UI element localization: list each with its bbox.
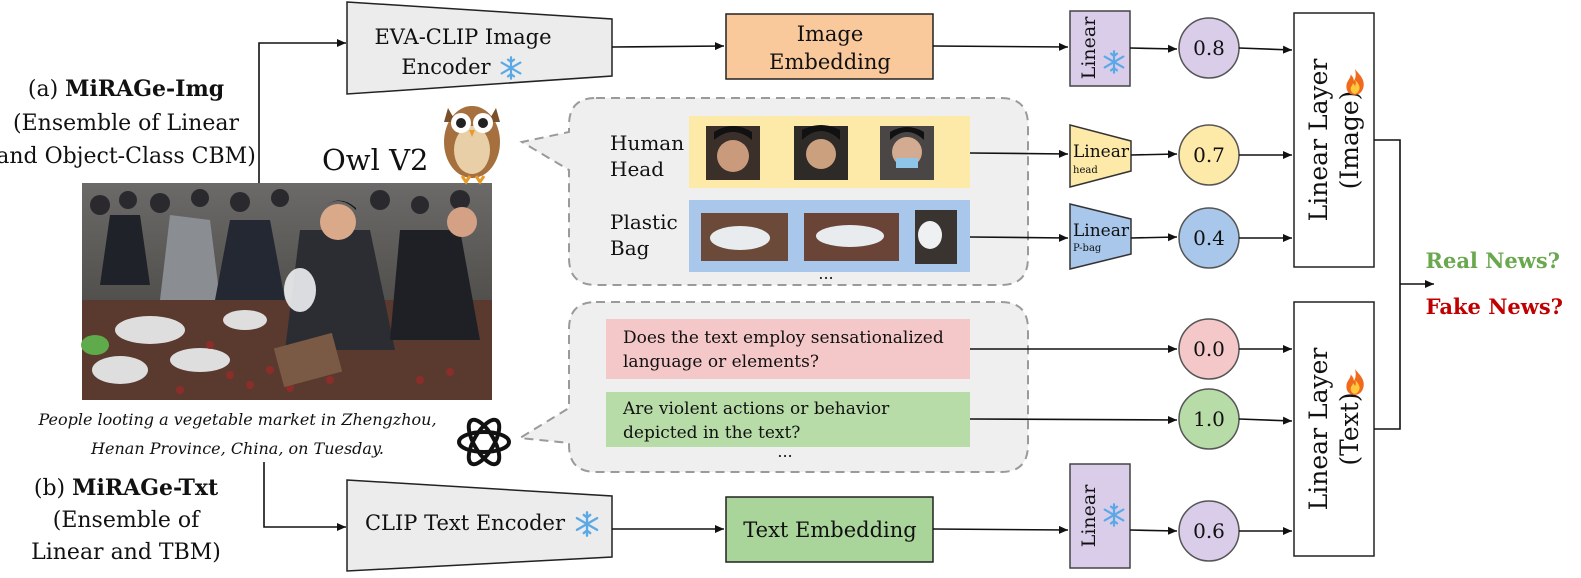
- fake-news-label: Fake News?: [1426, 294, 1563, 319]
- arrow-question-2-to-score: [969, 415, 1178, 424]
- image-embedding-line1: Image: [797, 22, 864, 46]
- caption-line2: Henan Province, China, on Tuesday.: [91, 439, 384, 458]
- arrow-image-embedding-to-linear: [932, 42, 1069, 51]
- bag-crop: [915, 210, 957, 264]
- linear-head-label: Linear: [1073, 142, 1130, 162]
- linear-frozen-image: Linear: [1069, 10, 1131, 87]
- mirage-img-name: MiRAGe-Img: [65, 76, 224, 102]
- clip-text-encoder: CLIP Text Encoder: [346, 479, 613, 572]
- image-embedding-box: Image Embedding: [725, 13, 934, 80]
- question-2-line2: depicted in the text?: [623, 423, 800, 443]
- score-linear-text: 0.6: [1193, 519, 1225, 543]
- image-embedding-line2: Embedding: [769, 50, 891, 74]
- score-bag: 0.4: [1193, 226, 1225, 250]
- question-ellipsis: ...: [777, 442, 792, 461]
- linear-frozen-image-label: Linear: [1078, 16, 1100, 80]
- photo-to-image-encoder-arrow: [258, 39, 346, 183]
- caption-to-text-encoder-arrow: [263, 462, 346, 531]
- question-2-line1: Are violent actions or behavior: [622, 399, 890, 419]
- score-q2: 1.0: [1193, 407, 1225, 431]
- score-circles: 0.8 0.7 0.4 0.0 1.0 0.6: [1178, 17, 1240, 562]
- arrow-linear-to-score-0-8: [1129, 44, 1178, 53]
- chatgpt-logo-icon: [457, 417, 511, 467]
- caption-line1: People looting a vegetable market in Zhe…: [38, 410, 437, 429]
- linear-layer-text: Linear Layer (Text): [1293, 301, 1375, 557]
- mirage-txt-prefix: (b): [34, 476, 72, 501]
- bag-crop: [804, 213, 899, 261]
- question-violent: Are violent actions or behavior depicted…: [606, 392, 970, 461]
- question-1-band: [606, 319, 970, 379]
- arrow-score-to-image-layer: [1238, 45, 1293, 54]
- real-news-label: Real News?: [1426, 248, 1560, 273]
- score-head: 0.7: [1193, 143, 1225, 167]
- score-linear-image: 0.8: [1193, 36, 1225, 60]
- linear-bag-sub: P-bag: [1073, 243, 1102, 254]
- question-2-band: [606, 392, 970, 447]
- mirage-txt-line2: Linear and TBM): [31, 540, 221, 565]
- text-embedding-box: Text Embedding: [725, 496, 934, 563]
- news-photo: [81, 183, 492, 400]
- text-layer-line1: Linear Layer: [1304, 348, 1333, 511]
- mirage-img-prefix: (a): [28, 77, 65, 102]
- bag-crop: [701, 213, 788, 261]
- question-sensational: Does the text employ sensationalized lan…: [606, 319, 970, 379]
- mirage-img-line2: and Object-Class CBM): [0, 144, 256, 169]
- linear-layer-image: Linear Layer (Image): [1293, 12, 1375, 268]
- linear-head-trapezoid: Linear head: [1069, 124, 1132, 188]
- mirage-txt-line1: (Ensemble of: [53, 508, 201, 533]
- linear-head-sub: head: [1073, 165, 1098, 176]
- mirage-img-label: (a) MiRAGe-Img (Ensemble of Linear and O…: [0, 76, 256, 169]
- score-to-layer-arrows: [1238, 45, 1293, 535]
- text-embedding-rect: [725, 496, 934, 563]
- concept-head-line2: Head: [610, 157, 664, 181]
- arrow-text-embedding-to-linear: [932, 525, 1069, 534]
- head-crop: [880, 126, 934, 180]
- eva-clip-image-encoder: EVA-CLIP Image Encoder: [346, 1, 613, 95]
- mirage-txt-label: (b) MiRAGe-Txt (Ensemble of Linear and T…: [31, 475, 221, 565]
- linear-bag-trapezoid: Linear P-bag: [1069, 203, 1132, 270]
- svg-text:(b) MiRAGe-Txt: (b) MiRAGe-Txt: [34, 475, 219, 501]
- linear-bag-label: Linear: [1073, 221, 1130, 241]
- image-layer-line2: (Image): [1335, 91, 1364, 190]
- head-crop: [794, 125, 848, 180]
- head-crop: [706, 126, 760, 180]
- arrow-score-to-text-layer: [1238, 416, 1293, 425]
- text-encoder-label: CLIP Text Encoder: [365, 511, 566, 535]
- linear-frozen-text-label: Linear: [1078, 484, 1100, 548]
- news-caption: People looting a vegetable market in Zhe…: [10, 405, 465, 463]
- arrow-bag-to-linear: [969, 233, 1069, 242]
- question-1-line2: language or elements?: [623, 352, 819, 372]
- image-encoder-line1: EVA-CLIP Image: [374, 25, 551, 49]
- image-layer-line1: Linear Layer: [1304, 59, 1333, 222]
- question-1-line1: Does the text employ sensationalized: [623, 328, 944, 348]
- linear-frozen-text: Linear: [1069, 463, 1131, 569]
- arrow-head-to-linear: [969, 149, 1069, 158]
- concept-bag-line2: Bag: [610, 236, 650, 260]
- arrow-linear-to-score-0-6: [1129, 526, 1178, 535]
- arrow-encoder-to-image-embedding: [611, 42, 725, 51]
- concept-ellipsis: ...: [818, 264, 833, 283]
- svg-text:(a) MiRAGe-Img: (a) MiRAGe-Img: [28, 76, 224, 102]
- arrow-linear-bag-to-score: [1130, 233, 1178, 242]
- text-embedding-label: Text Embedding: [743, 518, 916, 542]
- concept-human-head: Human Head: [610, 116, 970, 188]
- image-embedding-rect: [725, 13, 934, 80]
- concept-bag-line1: Plastic: [610, 210, 678, 234]
- owl-icon: [444, 106, 500, 185]
- score-q1: 0.0: [1193, 337, 1225, 361]
- mirage-img-line1: (Ensemble of Linear: [13, 111, 239, 136]
- image-encoder-line2: Encoder: [401, 55, 491, 79]
- mirage-txt-name: MiRAGe-Txt: [72, 475, 219, 501]
- concept-head-line1: Human: [610, 131, 684, 155]
- layer-merge-bracket: [1374, 139, 1401, 430]
- text-layer-line2: (Text): [1335, 392, 1364, 465]
- arrow-linear-head-to-score: [1130, 150, 1178, 159]
- concept-plastic-bag: Plastic Bag ...: [610, 200, 970, 283]
- owl-v2-label: Owl V2: [322, 143, 428, 177]
- output-labels: Real News? Fake News?: [1426, 248, 1563, 319]
